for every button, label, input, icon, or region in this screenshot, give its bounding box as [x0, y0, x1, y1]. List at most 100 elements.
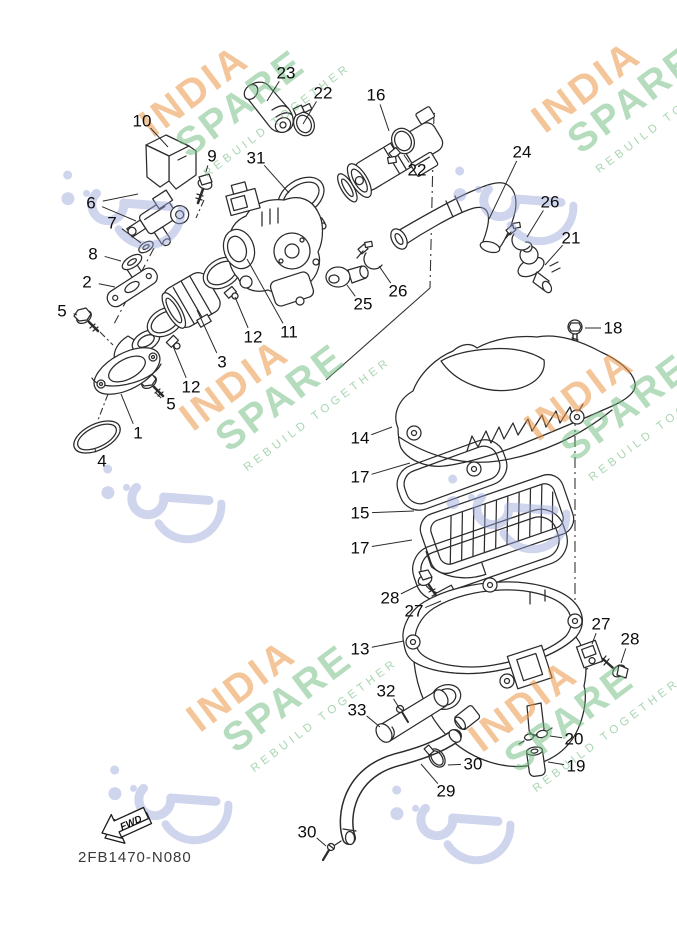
part-7-washer [138, 240, 154, 254]
part-22-clamp [292, 102, 316, 137]
watermark-dot [108, 787, 122, 801]
part-label: 7 [107, 214, 116, 233]
fwd-arrow: FWD [101, 806, 153, 844]
part-label: 19 [567, 757, 586, 776]
part-28-screw [600, 655, 629, 679]
part-label: 20 [565, 730, 584, 749]
callout-leader [447, 763, 462, 766]
diagram-artwork [73, 81, 636, 862]
part-22-clamp [386, 127, 416, 165]
callout-leader [94, 448, 97, 453]
callout-leader [172, 345, 187, 379]
part-20-clip [518, 727, 553, 745]
wrench-icon [154, 499, 226, 544]
watermark-dot [63, 170, 73, 180]
callout-leader [150, 127, 169, 148]
callout-leader [371, 426, 393, 436]
part-24-hose [390, 182, 517, 254]
callout-leader [549, 735, 563, 739]
wrench-icon [506, 201, 578, 246]
part-label: 13 [351, 640, 370, 659]
callout-leader [488, 160, 518, 220]
part-10-bracket [145, 134, 197, 190]
part-1-manifold [91, 329, 162, 395]
callout-leader [371, 640, 405, 648]
part-label: 27 [405, 602, 424, 621]
watermark-dot [130, 784, 138, 792]
callout-leader [378, 265, 392, 284]
callout-leader [266, 81, 280, 102]
part-label: 22 [314, 84, 333, 103]
callout-leader [196, 309, 218, 354]
callout-leader [393, 698, 399, 707]
part-label: 1 [133, 424, 142, 443]
watermark-dot [83, 189, 91, 197]
part-28-screw [417, 569, 439, 599]
part-5-screw [73, 307, 100, 333]
callout-leader [246, 258, 284, 324]
part-23-hose [243, 81, 294, 134]
callout-leader [346, 284, 356, 297]
part-26-clamp [504, 221, 531, 251]
part-label: 23 [277, 64, 296, 83]
callout-leader [371, 510, 415, 514]
watermark-dot [61, 192, 75, 206]
callout-leader [316, 837, 327, 847]
callout-leader [526, 210, 544, 238]
callout-leader [101, 206, 137, 222]
part-label: 15 [351, 504, 370, 523]
callout-leader [371, 539, 413, 547]
wrench-icon [114, 205, 186, 250]
watermark-dot [123, 483, 131, 491]
watermark-dot [110, 765, 120, 775]
watermark-dot [475, 185, 483, 193]
callout-leader [591, 632, 597, 645]
callout-leader [263, 164, 290, 194]
part-label: 24 [513, 143, 532, 162]
part-21-sensor [517, 241, 561, 294]
watermark-dot [103, 464, 113, 474]
watermark-dot [412, 804, 420, 812]
callout-leader [366, 715, 381, 728]
callout-leader [234, 296, 249, 329]
part-label: 5 [166, 395, 175, 414]
part-32-screw [395, 704, 409, 723]
wrench-icon [161, 800, 233, 845]
part-19-cap [525, 746, 546, 777]
part-label: 30 [464, 755, 483, 774]
part-2-gasket [106, 267, 158, 308]
part-label: 31 [247, 149, 266, 168]
callout-leader [403, 154, 410, 163]
part-label: 8 [88, 245, 97, 264]
watermark-dot [455, 166, 465, 176]
part-label: 17 [351, 468, 370, 487]
wrench-icon [134, 783, 221, 821]
drawing-code: 2FB1470-N080 [78, 849, 192, 866]
part-label: 28 [381, 589, 400, 608]
part-label: 28 [621, 630, 640, 649]
wrench-icon [472, 492, 559, 530]
watermark-dot [101, 486, 115, 500]
part-label: 22 [408, 161, 427, 180]
part-33-tube [375, 689, 449, 743]
part-30-clamp [423, 744, 446, 768]
part-label: 16 [367, 86, 386, 105]
part-17-seal [396, 439, 508, 511]
part-label: 25 [354, 295, 373, 314]
watermark-dot [468, 493, 476, 501]
callout-leader [205, 165, 209, 173]
part-label: 17 [351, 539, 370, 558]
part-label: 6 [86, 194, 95, 213]
part-30-screw [321, 840, 342, 862]
part-14-cover [395, 335, 636, 477]
part-label: 14 [351, 429, 370, 448]
part-8-washer [121, 253, 143, 279]
wrench-icon [499, 509, 571, 554]
part-label: 11 [280, 323, 298, 342]
part-9-screw [195, 173, 213, 205]
part-6-injector [126, 189, 190, 247]
callout-leader [400, 583, 422, 595]
